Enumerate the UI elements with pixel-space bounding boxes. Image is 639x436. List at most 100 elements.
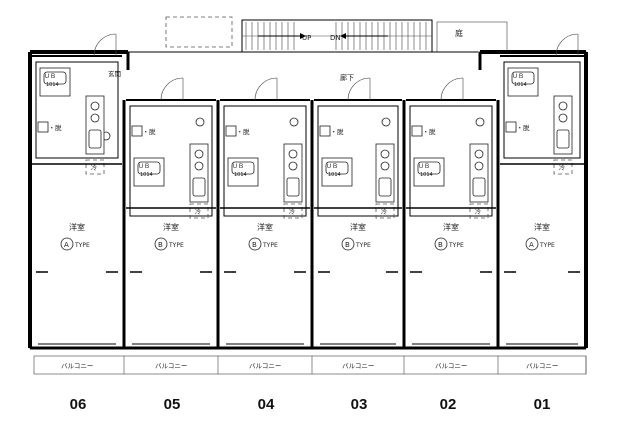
stove-burner <box>474 161 484 171</box>
washer-fixture <box>505 121 517 133</box>
type-badge <box>341 237 355 251</box>
type-word: TYPE <box>262 242 278 249</box>
balcony-label: バルコニー <box>342 362 374 370</box>
wet-area <box>503 61 581 159</box>
balcony-label: バルコニー <box>435 362 467 370</box>
entrance-door-swing <box>555 33 579 57</box>
toilet <box>289 117 299 127</box>
fridge-space <box>283 203 303 219</box>
room-label: 洋室 <box>257 222 273 232</box>
unit-bath-label: ＵＢ <box>512 73 524 80</box>
unit-bath-size: 1014 <box>140 172 153 178</box>
building-walls <box>28 50 588 350</box>
room-label: 洋室 <box>534 222 550 232</box>
unit-number-04: 04 <box>257 396 275 413</box>
stove-burner <box>194 149 204 159</box>
bathtub-basin <box>511 71 535 85</box>
type-word: TYPE <box>448 242 464 249</box>
type-badge <box>248 237 262 251</box>
unit-bath-label: ＵＢ <box>418 163 430 170</box>
kitchen-sink <box>192 177 206 197</box>
type-badge <box>60 237 74 251</box>
unit-number-01: 01 <box>533 396 551 413</box>
bathtub-basin <box>417 161 441 175</box>
washer-label: 洗・脱 <box>42 123 62 132</box>
fridge-label: 冷 <box>559 164 565 172</box>
unit-number-03: 03 <box>350 396 368 413</box>
bathtub-basin <box>231 161 255 175</box>
unit-bath-label: ＵＢ <box>232 163 244 170</box>
corridor: 廊下 <box>128 51 478 82</box>
stove-burner <box>288 161 298 171</box>
fridge-label: 冷 <box>91 164 97 172</box>
entrance-door-swing <box>160 77 184 101</box>
fridge-space <box>469 203 489 219</box>
wet-area <box>409 105 493 217</box>
balcony-label: バルコニー <box>249 362 281 370</box>
washer-fixture <box>131 125 143 137</box>
washer-label: 洗・脱 <box>324 127 344 136</box>
type-badge <box>525 237 539 251</box>
room-label: 洋室 <box>350 222 366 232</box>
entrance-door-swing <box>440 77 464 101</box>
entrance-label: 玄関 <box>108 69 121 78</box>
type-badge <box>154 237 168 251</box>
fridge-label: 冷 <box>289 208 295 216</box>
stove-burner <box>380 149 390 159</box>
stove-burner <box>558 113 568 123</box>
type-word: TYPE <box>74 242 90 249</box>
stove-burner <box>90 101 100 111</box>
washer-fixture <box>37 121 49 133</box>
bathtub-basin <box>325 161 349 175</box>
balcony-strip <box>33 355 587 375</box>
staircase: UP DN 庭 <box>165 16 508 53</box>
type-letter: B <box>345 241 350 249</box>
washer-fixture <box>225 125 237 137</box>
stove-burner <box>90 113 100 123</box>
kitchen-sink <box>556 129 570 149</box>
balcony-label: バルコニー <box>61 362 93 370</box>
unit-number-05: 05 <box>163 396 181 413</box>
entrance-door-swing <box>93 33 117 57</box>
wet-area <box>317 105 399 217</box>
stove-burner <box>288 149 298 159</box>
unit-bath-label: ＵＢ <box>138 163 150 170</box>
type-word: TYPE <box>355 242 371 249</box>
fridge-label: 冷 <box>381 208 387 216</box>
stove-burner <box>194 161 204 171</box>
unit-bath-size: 1014 <box>234 172 247 178</box>
washer-fixture <box>319 125 331 137</box>
unit-bath-label: ＵＢ <box>326 163 338 170</box>
unit-bath-size: 1014 <box>420 172 433 178</box>
wet-area <box>35 61 119 159</box>
type-letter: B <box>158 241 163 249</box>
washer-label: 洗・脱 <box>230 127 250 136</box>
type-letter: B <box>252 241 257 249</box>
stove-burner <box>474 149 484 159</box>
entrance-door-swing <box>347 77 371 101</box>
stair-up-label: UP <box>302 34 311 42</box>
room-label: 洋室 <box>69 222 85 232</box>
unit-bath-size: 1014 <box>328 172 341 178</box>
fridge-space <box>553 159 573 175</box>
bathtub-basin <box>137 161 161 175</box>
type-badge <box>434 237 448 251</box>
fridge-label: 冷 <box>195 208 201 216</box>
corridor-label: 廊下 <box>340 73 354 82</box>
room-label: 洋室 <box>443 222 459 232</box>
fridge-space <box>375 203 395 219</box>
unit-bath-size: 1014 <box>46 82 59 88</box>
garden-label: 庭 <box>455 28 463 38</box>
unit-number-06: 06 <box>69 396 87 413</box>
kitchen-sink <box>286 177 300 197</box>
type-word: TYPE <box>168 242 184 249</box>
kitchen-sink <box>378 177 392 197</box>
type-letter: B <box>438 241 443 249</box>
fridge-space <box>189 203 209 219</box>
room-label: 洋室 <box>163 222 179 232</box>
